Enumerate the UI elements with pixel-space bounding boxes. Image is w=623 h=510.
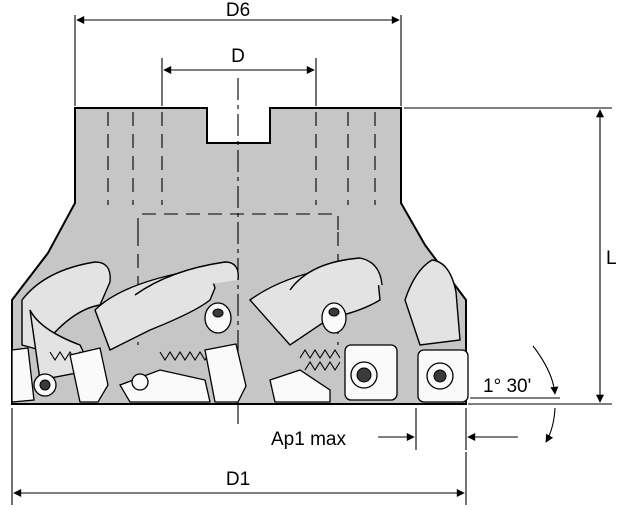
l-label: L	[606, 248, 617, 269]
dimension-lead-angle: 1° 30'	[470, 345, 560, 443]
d-label: D	[231, 46, 245, 67]
angle-label: 1° 30'	[483, 376, 531, 397]
d1-label: D1	[226, 469, 250, 490]
dimension-ap1-max: Ap1 max	[271, 408, 518, 450]
dimension-l: L	[404, 107, 617, 405]
dimension-d: D	[161, 46, 317, 106]
insert-screws	[49, 302, 347, 372]
dimension-d6: D6	[74, 0, 402, 106]
chip-pockets	[21, 257, 461, 381]
cutting-inserts	[11, 343, 469, 403]
d6-label: D6	[226, 0, 250, 21]
ap1-max-label: Ap1 max	[271, 429, 346, 450]
dimension-d1: D1	[11, 408, 467, 505]
